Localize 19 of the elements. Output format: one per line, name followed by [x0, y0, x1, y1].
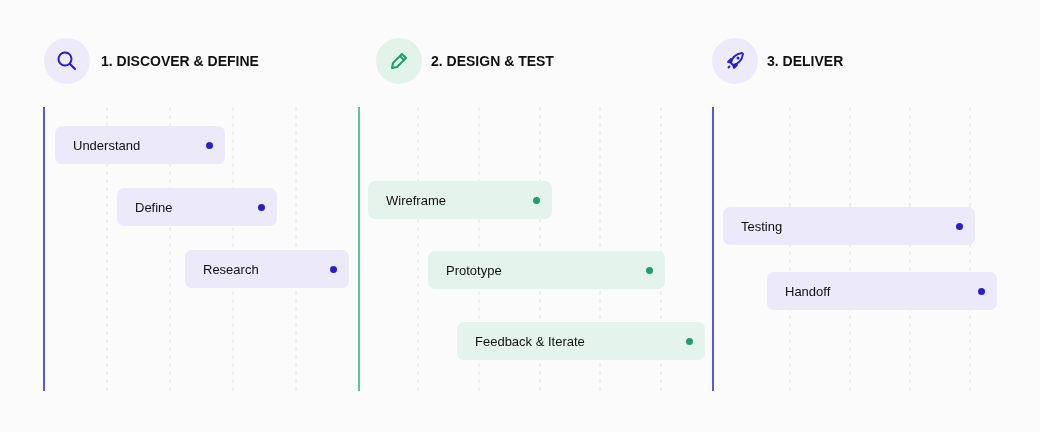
- task-bar: [117, 188, 277, 226]
- task-label: Wireframe: [386, 192, 446, 208]
- task-bar: [368, 181, 552, 219]
- task-label: Prototype: [446, 262, 502, 278]
- phase-heading: 2. DESIGN & TEST: [431, 53, 554, 69]
- task-label: Define: [135, 199, 173, 215]
- phase-heading: 3. DELIVER: [767, 53, 844, 69]
- task-bar: [723, 207, 975, 245]
- task-bar: [428, 251, 665, 289]
- task-bar: [767, 272, 997, 310]
- task-bar: [185, 250, 349, 288]
- task-bar: [457, 322, 705, 360]
- task-label: Handoff: [785, 283, 831, 299]
- task-label: Testing: [741, 218, 783, 234]
- task-label: Research: [203, 261, 259, 277]
- task-label: Feedback & Iterate: [475, 333, 585, 349]
- task-label: Understand: [73, 137, 141, 153]
- phase-heading: 1. DISCOVER & DEFINE: [101, 53, 259, 69]
- task-bar: [55, 126, 225, 164]
